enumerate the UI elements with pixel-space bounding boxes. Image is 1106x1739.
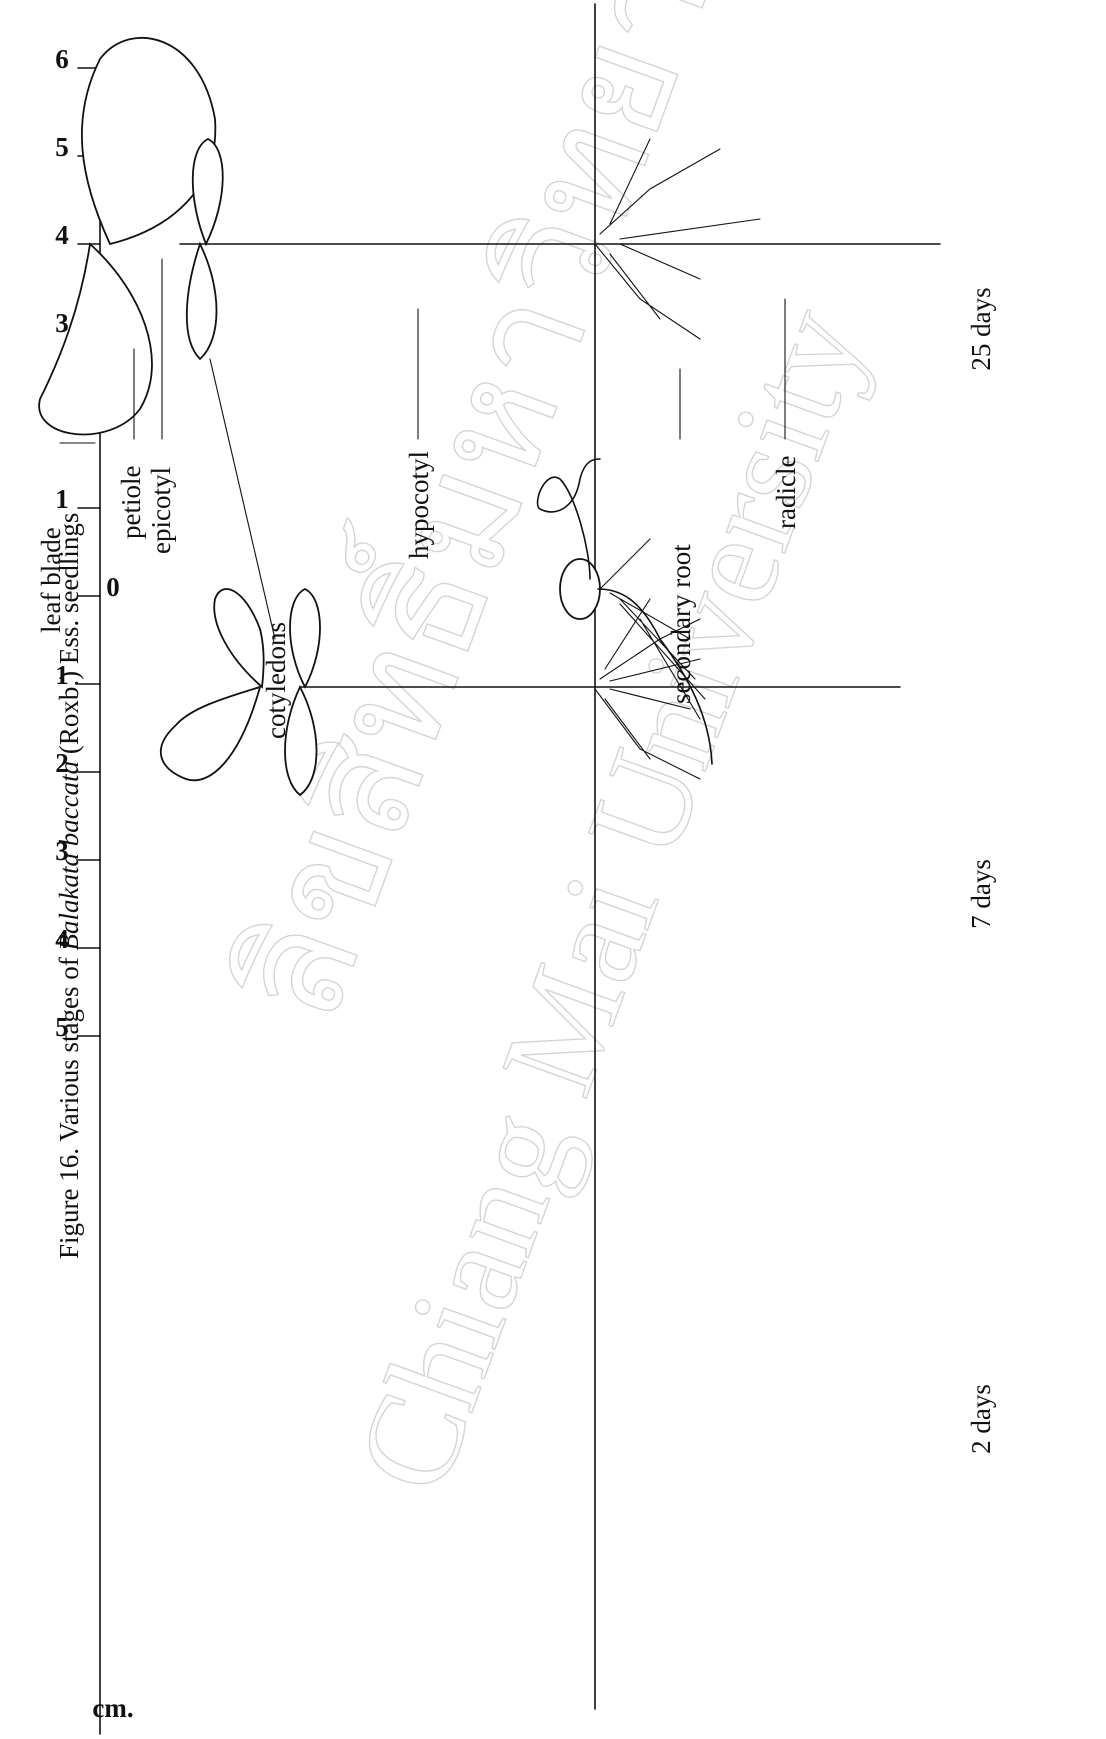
label-petiole: petiole	[116, 466, 146, 539]
scale-label-above-1: 1	[55, 484, 69, 514]
scale-label-above-3: 3	[55, 308, 69, 338]
scale-label-below-4: 4	[55, 924, 69, 954]
cotyledon-25-a	[187, 244, 217, 359]
label-epicotyl: epicotyl	[146, 467, 176, 554]
scale-label-below-1: 1	[55, 660, 69, 690]
scale-label-above-6: 6	[55, 44, 69, 74]
leaf-7-b	[214, 589, 263, 687]
label-cotyledons: cotyledons	[261, 622, 291, 739]
age-label-7-days: 7 days	[966, 859, 996, 929]
scale-label-above-4: 4	[55, 220, 69, 250]
age-label-2-days: 2 days	[966, 1384, 996, 1454]
scale-unit: cm.	[92, 1693, 133, 1723]
cotyledon-25-b	[193, 139, 223, 244]
leaf-7-a	[161, 687, 260, 780]
scale-label-above-5: 5	[55, 132, 69, 162]
stage-ages: 2 days 7 days 25 days	[966, 287, 996, 1454]
scale-zero: 0	[106, 572, 120, 602]
label-hypocotyl: hypocotyl	[404, 451, 434, 559]
label-secondary-root: secondary root	[666, 544, 696, 704]
scale-label-below-3: 3	[55, 836, 69, 866]
label-leaf-blade: leaf blade	[36, 527, 66, 633]
leaf-blade-25	[82, 38, 215, 244]
scale-label-below-5: 5	[55, 1012, 69, 1042]
scale-label-below-2: 2	[55, 748, 69, 778]
label-radicle: radicle	[771, 456, 801, 529]
cotyledon-7-b	[290, 589, 320, 687]
leaf-blade-25-b	[39, 244, 152, 434]
age-label-25-days: 25 days	[966, 287, 996, 370]
seed-coat	[560, 559, 600, 619]
